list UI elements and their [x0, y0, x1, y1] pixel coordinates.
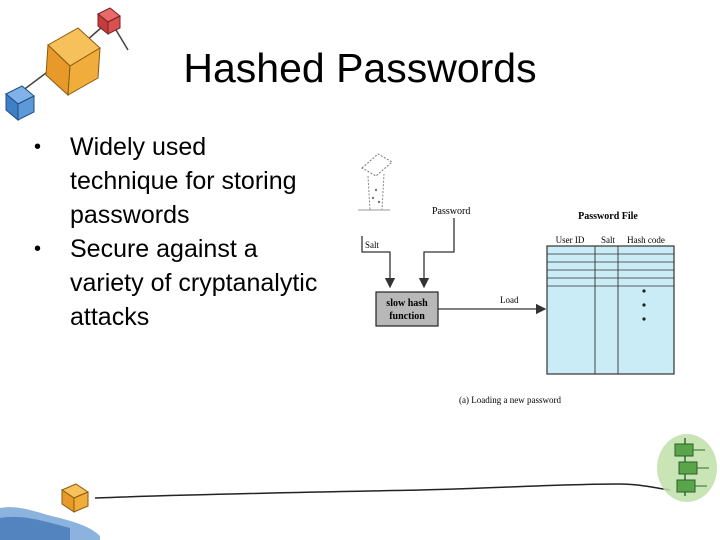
diagram-caption: (a) Loading a new password — [459, 395, 561, 405]
decorative-green-flowchart-icon — [657, 434, 717, 502]
salt-shaker-icon — [358, 153, 393, 211]
password-loading-diagram: Salt Password slow hash function Load Pa… — [358, 153, 675, 405]
bullet-text: Widely used technique for storing passwo… — [70, 133, 297, 229]
bullet-dot-icon: • — [34, 136, 42, 158]
password-file-title: Password File — [578, 211, 638, 222]
slide-title: Hashed Passwords — [183, 45, 537, 91]
bullet-text: Secure against a variety of cryptanalyti… — [70, 235, 318, 331]
salt-label: Salt — [365, 240, 380, 250]
bullet-list: • Widely used technique for storing pass… — [28, 130, 318, 334]
decorative-bottom-line — [94, 483, 671, 499]
column-header-user-id: User ID — [556, 235, 585, 245]
hash-box-label-line2: function — [389, 311, 425, 322]
bullet-item: • Secure against a variety of cryptanaly… — [28, 232, 318, 334]
slow-hash-function-box — [375, 291, 439, 327]
hash-box-label-line1: slow hash — [386, 298, 428, 309]
decorative-cubes-top-left — [5, 7, 129, 122]
column-header-salt: Salt — [601, 235, 616, 245]
password-file-table — [546, 245, 675, 375]
decorative-hand-cube-bottom-left — [0, 483, 100, 540]
password-label: Password — [432, 206, 470, 217]
load-label: Load — [500, 295, 519, 305]
bullet-item: • Widely used technique for storing pass… — [28, 130, 318, 232]
bullet-dot-icon: • — [34, 238, 42, 260]
column-header-hash-code: Hash code — [627, 235, 665, 245]
